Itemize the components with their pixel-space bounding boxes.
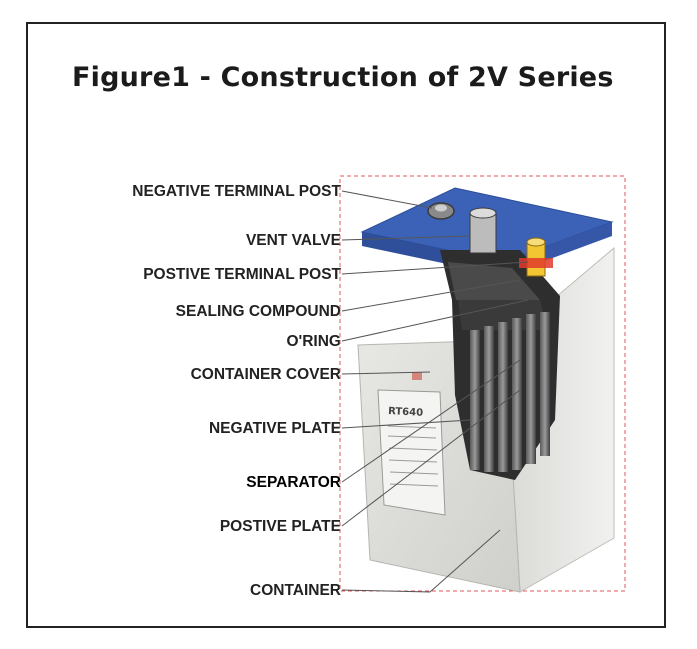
label-negative-terminal-post: NEGATIVE TERMINAL POST: [132, 183, 341, 200]
leader-lines: [341, 190, 529, 593]
figure-title: Figure1 - Construction of 2V Series: [72, 62, 614, 93]
label-positive-terminal-post: POSTIVE TERMINAL POST: [143, 266, 341, 283]
label-negative-plate: NEGATIVE PLATE: [208, 420, 341, 437]
leader-positive-plate: [341, 389, 521, 527]
dashed-outline: [339, 175, 626, 592]
leader-o-ring: [341, 299, 529, 342]
label-positive-plate: POSTIVE PLATE: [219, 518, 341, 535]
label-o-ring: O'RING: [286, 333, 342, 350]
plate-stack: [470, 312, 550, 472]
label-separator: SEPARATOR: [246, 474, 341, 491]
label-vent-valve: VENT VALVE: [245, 232, 341, 249]
figure-frame: [26, 22, 666, 628]
leader-container: [341, 589, 431, 593]
vent-valve: [469, 212, 497, 254]
label-container: CONTAINER: [250, 582, 341, 599]
leader-negative-terminal-post: [341, 190, 433, 209]
product-model-text: RT640: [388, 406, 424, 419]
leader-sealing-compound: [341, 279, 521, 312]
leader-vent-valve: [341, 235, 471, 241]
leader-separator: [341, 359, 521, 483]
leader-negative-plate: [341, 419, 471, 429]
leader-container-cover: [341, 371, 431, 375]
label-sealing-compound: SEALING COMPOUND: [175, 303, 341, 320]
leader-positive-terminal-post: [341, 261, 529, 275]
label-container-cover: CONTAINER COVER: [190, 366, 341, 383]
